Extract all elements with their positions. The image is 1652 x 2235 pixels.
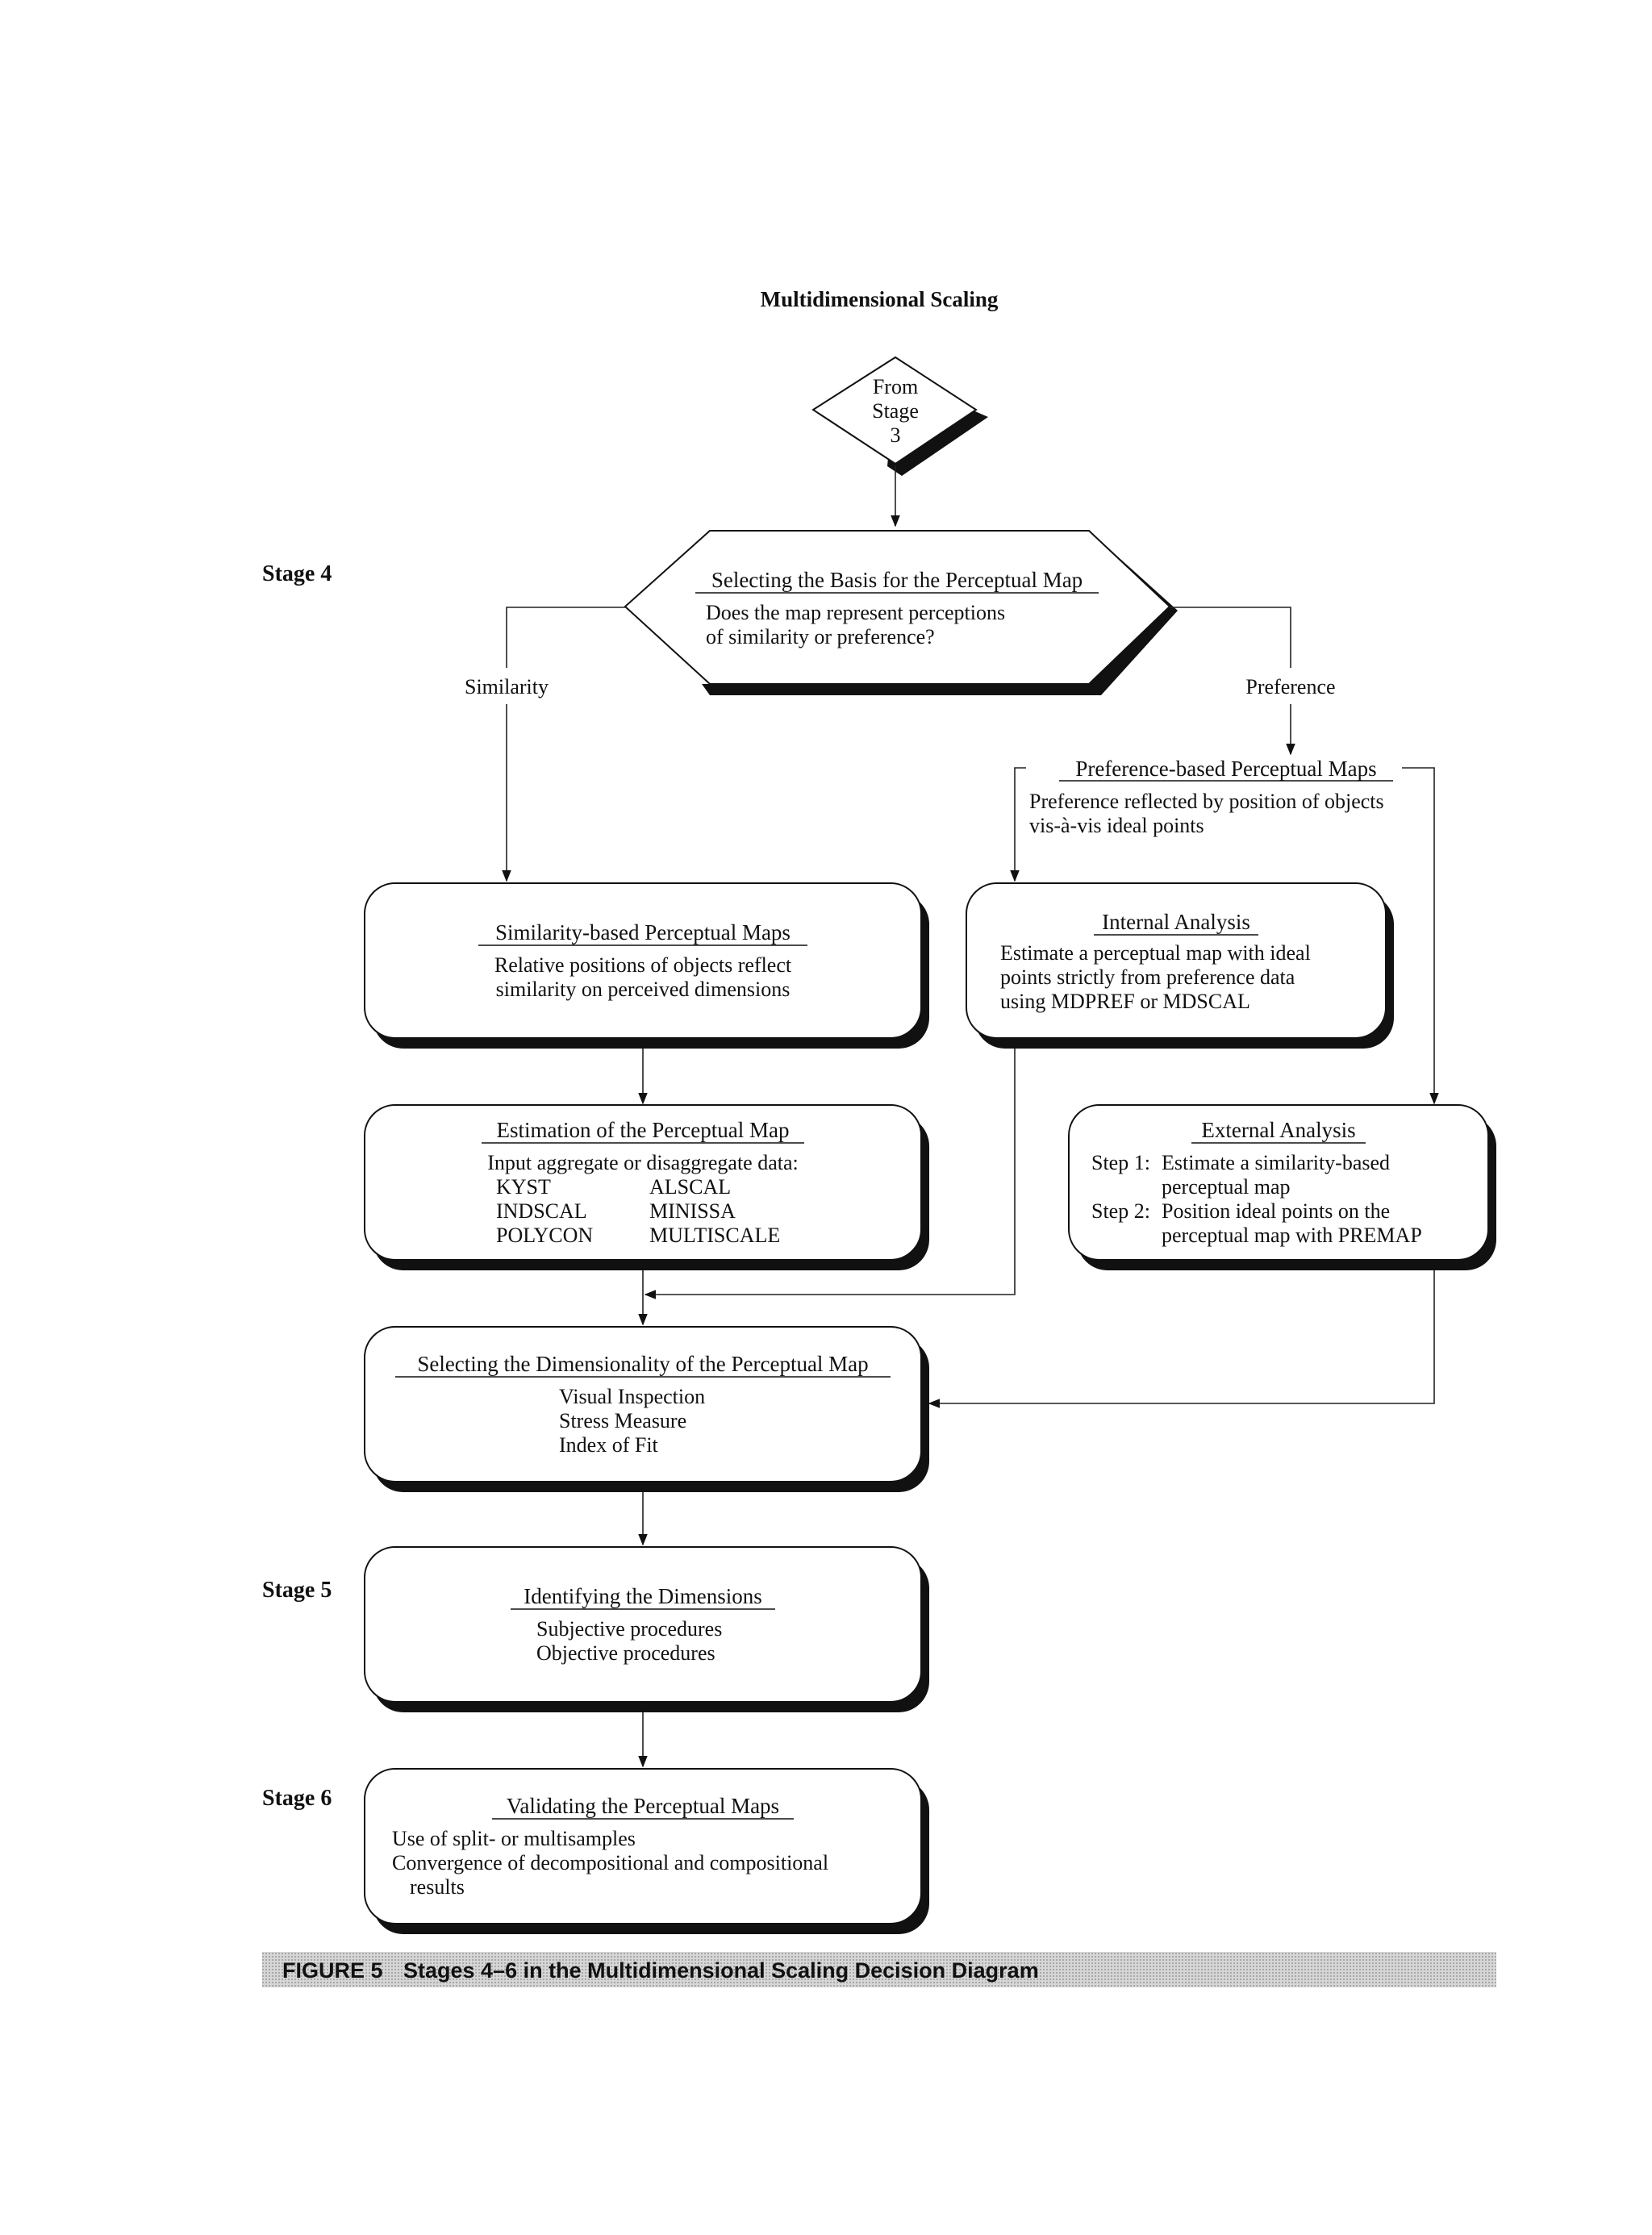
figure-caption: FIGURE 5 Stages 4–6 in the Multidimensio…: [262, 1952, 1496, 1987]
similarity-maps-box: Similarity-based Perceptual Maps Relativ…: [364, 882, 929, 1049]
from-stage-line-2: Stage: [872, 399, 919, 423]
preference-maps-group: Preference-based Perceptual Maps Prefere…: [1010, 757, 1439, 1105]
similarity-branch-line: [506, 607, 625, 668]
preference-to-internal-line: [1010, 767, 1026, 882]
internal-analysis-title: Internal Analysis: [1102, 910, 1250, 934]
estimation-intro: Input aggregate or disaggregate data:: [487, 1151, 799, 1174]
from-stage-diamond: From Stage 3: [811, 356, 988, 476]
caption-text: Stages 4–6 in the Multidimensional Scali…: [403, 1958, 1039, 1983]
identifying-title: Identifying the Dimensions: [524, 1584, 761, 1608]
internal-analysis-line-2: points strictly from preference data: [1000, 965, 1295, 989]
validating-box: Validating the Perceptual Maps Use of sp…: [364, 1768, 929, 1934]
identifying-line-1: Subjective procedures: [536, 1617, 722, 1641]
external-step2-line-1: Position ideal points on the: [1162, 1199, 1390, 1223]
external-step1-label: Step 1:: [1091, 1151, 1150, 1174]
external-step1-line-1: Estimate a similarity-based: [1162, 1151, 1390, 1174]
decision-hexagon: Selecting the Basis for the Perceptual M…: [624, 530, 1178, 695]
estimation-title: Estimation of the Perceptual Map: [497, 1118, 790, 1142]
preference-maps-line-1: Preference reflected by position of obje…: [1029, 790, 1384, 813]
validating-line-2: Convergence of decompositional and compo…: [392, 1851, 828, 1874]
external-analysis-title: External Analysis: [1201, 1118, 1355, 1142]
external-step2-line-2: perceptual map with PREMAP: [1162, 1224, 1422, 1247]
preference-maps-line-2: vis-à-vis ideal points: [1029, 814, 1204, 837]
dimensionality-line-3: Index of Fit: [559, 1433, 659, 1457]
internal-analysis-line-3: using MDPREF or MDSCAL: [1000, 990, 1250, 1013]
stage-4-label: Stage 4: [262, 561, 332, 586]
similarity-label: Similarity: [465, 675, 549, 698]
external-to-dimensionality-line: [928, 1270, 1435, 1408]
validating-title: Validating the Perceptual Maps: [507, 1794, 779, 1818]
internal-analysis-box: Internal Analysis Estimate a perceptual …: [966, 882, 1394, 1049]
identifying-line-2: Objective procedures: [536, 1641, 715, 1665]
internal-to-dimensionality-line: [644, 1049, 1016, 1299]
validating-line-3: results: [410, 1875, 465, 1899]
validating-line-1: Use of split- or multisamples: [392, 1827, 636, 1850]
external-analysis-box: External Analysis Step 1: Estimate a sim…: [1068, 1104, 1496, 1270]
stage-6-label: Stage 6: [262, 1786, 332, 1811]
estimation-program-multiscale: MULTISCALE: [649, 1224, 780, 1247]
similarity-maps-line-2: similarity on perceived dimensions: [496, 978, 791, 1001]
decision-title: Selecting the Basis for the Perceptual M…: [711, 568, 1083, 592]
estimation-program-alscal: ALSCAL: [649, 1175, 731, 1199]
dimensionality-line-1: Visual Inspection: [559, 1385, 705, 1408]
from-stage-line-1: From: [873, 375, 918, 398]
estimation-program-indscal: INDSCAL: [496, 1199, 587, 1223]
diagram-title: Multidimensional Scaling: [761, 287, 999, 311]
stage-5-label: Stage 5: [262, 1578, 332, 1603]
dimensionality-title: Selecting the Dimensionality of the Perc…: [417, 1352, 868, 1376]
dimensionality-box: Selecting the Dimensionality of the Perc…: [364, 1326, 929, 1492]
external-step2-label: Step 2:: [1091, 1199, 1150, 1223]
estimation-box: Estimation of the Perceptual Map Input a…: [364, 1104, 929, 1270]
external-step1-line-2: perceptual map: [1162, 1175, 1291, 1199]
decision-line-1: Does the map represent perceptions: [706, 601, 1005, 624]
identifying-box: Identifying the Dimensions Subjective pr…: [364, 1546, 929, 1712]
dimensionality-line-2: Stress Measure: [559, 1409, 686, 1432]
estimation-program-polycon: POLYCON: [496, 1224, 593, 1247]
internal-analysis-line-1: Estimate a perceptual map with ideal: [1000, 941, 1311, 965]
preference-branch-line: [1170, 607, 1291, 668]
similarity-maps-line-1: Relative positions of objects reflect: [494, 953, 792, 977]
from-stage-line-3: 3: [891, 423, 901, 447]
caption-bar: [262, 1952, 1496, 1987]
preference-to-external-line: [1402, 767, 1439, 1105]
decision-line-2: of similarity or preference?: [706, 625, 935, 648]
caption-label: FIGURE 5: [282, 1958, 383, 1983]
estimation-program-kyst: KYST: [496, 1175, 551, 1199]
preference-maps-title: Preference-based Perceptual Maps: [1075, 757, 1376, 781]
similarity-maps-title: Similarity-based Perceptual Maps: [495, 920, 791, 944]
estimation-program-minissa: MINISSA: [649, 1199, 736, 1223]
preference-label: Preference: [1245, 675, 1335, 698]
